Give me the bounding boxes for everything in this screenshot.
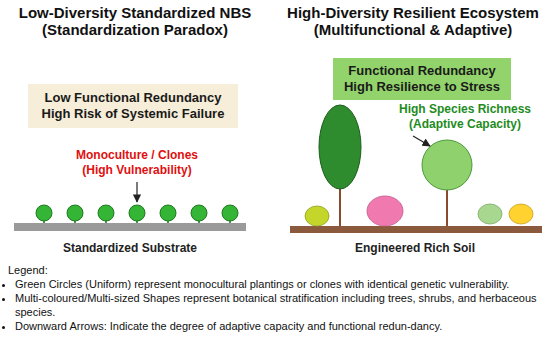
clone-plant <box>191 205 207 221</box>
herb <box>305 206 329 226</box>
soil-bar <box>290 226 542 233</box>
panel-heading: Low-Diversity Standardized NBS (Standard… <box>4 4 266 38</box>
clone-plant <box>129 205 145 221</box>
box-text: Functional Redundancy High Resilience to… <box>341 63 503 95</box>
tree-trunk <box>339 188 341 226</box>
legend-item: Green Circles (Uniform) represent monocu… <box>15 277 546 291</box>
substrate-label: Engineered Rich Soil <box>315 241 515 256</box>
legend-text: Downward Arrows: Indicate the degree of … <box>15 320 442 332</box>
legend-text: Green Circles (Uniform) represent monocu… <box>15 278 509 290</box>
clone-plant <box>222 205 238 221</box>
leader-arrow <box>136 182 137 202</box>
legend-heading: Legend: <box>8 263 128 277</box>
herb <box>509 204 533 224</box>
shrub <box>367 196 403 226</box>
substrate-label: Standardized Substrate <box>30 241 230 256</box>
substrate-bar <box>14 223 246 231</box>
legend-list: Green Circles (Uniform) represent monocu… <box>4 277 546 333</box>
status-box: Functional Redundancy High Resilience to… <box>333 58 511 100</box>
clone-plant <box>98 205 114 221</box>
tall-tree <box>319 105 361 189</box>
legend-text: Multi-coloured/Multi-sized Shapes repres… <box>15 292 537 318</box>
shrub-tree <box>422 140 472 190</box>
status-box: Low Functional Redundancy High Risk of S… <box>28 84 238 128</box>
clone-plant <box>160 205 176 221</box>
leader-arrow <box>413 136 430 146</box>
panel-heading: High-Diversity Resilient Ecosystem (Mult… <box>282 4 544 38</box>
legend-item: Multi-coloured/Multi-sized Shapes repres… <box>15 291 546 319</box>
callout-label: High Species Richness (Adaptive Capacity… <box>397 102 533 132</box>
clone-row <box>36 205 238 223</box>
tree-trunk <box>446 189 448 226</box>
clone-plant <box>67 205 83 221</box>
clone-plant <box>36 205 52 221</box>
callout-label: Monoculture / Clones (High Vulnerability… <box>70 148 204 178</box>
box-text: Low Functional Redundancy High Risk of S… <box>38 90 228 122</box>
legend-item: Downward Arrows: Indicate the degree of … <box>15 319 546 333</box>
herb <box>478 204 502 224</box>
